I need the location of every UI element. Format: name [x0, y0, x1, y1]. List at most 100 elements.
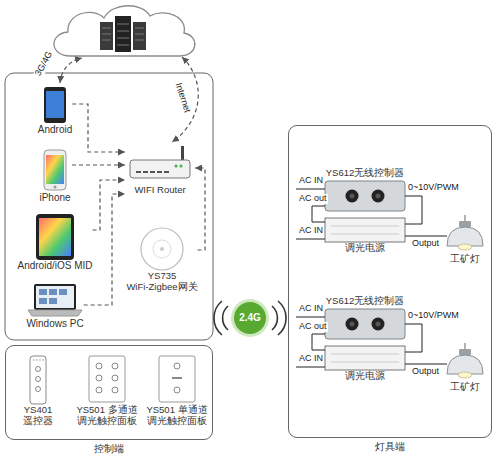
signal-badge: 2.4G [234, 302, 266, 334]
node-text: WIFI Router [125, 185, 195, 196]
wire-connector [405, 364, 447, 365]
touch-panel [112, 375, 118, 381]
wire-label: AC IN [298, 226, 324, 236]
radio-waves [214, 301, 286, 335]
controller-device [346, 190, 359, 203]
cloud [54, 6, 195, 56]
controller-device [325, 309, 405, 339]
radio-waves [278, 301, 286, 335]
connector-label: AC out [298, 322, 328, 332]
controller-device [350, 194, 355, 199]
iphone [44, 150, 66, 190]
node-text: YS612无线控制器 [325, 296, 405, 307]
node-text: 工矿灯 [447, 381, 483, 393]
network-link [60, 57, 198, 142]
touch-panel [112, 363, 118, 369]
zigbee-gateway [141, 228, 183, 270]
wire-label: AC IN [298, 304, 324, 314]
network-link [60, 58, 82, 83]
lamp-panel: 灯具端YS612无线控制器调光电源工矿灯YS612无线控制器调光电源工矿灯 [288, 125, 492, 438]
connector-label: Output [411, 239, 440, 249]
touch-panel-box: YS501 单通道 调光触控面板 [144, 353, 210, 427]
connector-label: 0~10V/PWM [407, 311, 460, 321]
network-connector [93, 180, 125, 230]
android-phone [44, 87, 66, 123]
node-text: 调光电源 [325, 242, 405, 254]
controller-device [325, 309, 405, 339]
remote-control [36, 377, 41, 382]
connector-label: 0~10V/PWM [407, 183, 460, 193]
link-label: Internet [172, 81, 191, 115]
radio-waves [272, 306, 277, 330]
wifi-router [180, 165, 183, 168]
iphone [54, 186, 57, 189]
high-bay-lamp [447, 227, 483, 246]
remote-control [30, 356, 46, 404]
server-rack [115, 16, 131, 52]
high-bay-lamp [459, 349, 471, 355]
touch-panel [159, 356, 195, 402]
wifi-router [181, 146, 184, 161]
controller-device [376, 194, 381, 199]
remote-control [30, 356, 46, 404]
node-text: Android [38, 124, 72, 136]
touch-panel [89, 356, 125, 402]
server-rack [102, 24, 144, 45]
controller-box: YS612无线控制器 [325, 168, 405, 211]
high-bay-lamp [447, 355, 483, 374]
gateway-box: YS735WiFi-Zigbee网关 [126, 225, 197, 293]
lamp-box: 工矿灯 [447, 343, 483, 393]
power-box: 调光电源 [325, 346, 405, 382]
wire-connector [312, 334, 325, 350]
node-text: YS612无线控制器 [325, 168, 405, 179]
device-box: Windows PC [26, 282, 83, 330]
node-text: 调光电源 [325, 370, 405, 382]
controller-device [372, 318, 385, 331]
controller-device [376, 322, 381, 327]
controller-device [350, 322, 355, 327]
node-text: WiFi-Zigbee网关 [126, 282, 197, 293]
radio-waves [223, 306, 228, 330]
node-text: YS401 遥控器 [16, 405, 60, 427]
wire-label: AC IN [298, 354, 324, 364]
control-region [5, 73, 213, 340]
wire-connector [312, 206, 325, 222]
device-box: Android/iOS MID [17, 212, 92, 272]
power-supply [331, 354, 399, 362]
node-text: 2.4G [239, 312, 261, 324]
network-connector [72, 164, 125, 165]
zigbee-gateway [160, 247, 164, 251]
iphone [46, 155, 64, 184]
wire-connector [405, 324, 422, 352]
remote-box: YS401 遥控器 [16, 353, 60, 427]
power-supply [331, 226, 399, 234]
radio-waves [214, 301, 222, 335]
high-bay-lamp [447, 343, 483, 378]
wire-label: AC IN [298, 176, 324, 186]
node-text: Windows PC [26, 318, 83, 330]
server-rack [133, 22, 146, 50]
touch-panel-box: YS501 多通道 调光触控面板 [74, 353, 140, 427]
server-rack [100, 22, 113, 50]
laptop [36, 286, 74, 308]
touch-panel [174, 387, 180, 393]
control-region [5, 73, 213, 340]
high-bay-lamp [458, 244, 472, 250]
network-connector [84, 194, 125, 305]
node-text: YS501 单通道 调光触控面板 [144, 405, 210, 427]
power-supply [325, 218, 405, 242]
zigbee-gateway [153, 240, 171, 258]
node-text: 工矿灯 [447, 253, 483, 265]
touch-panel [89, 356, 125, 402]
controller-device [346, 318, 359, 331]
control-panel: 控制端YS401 遥控器YS501 多通道 调光触控面板YS501 单通道 调光… [5, 345, 213, 440]
laptop [34, 284, 76, 310]
zigbee-gateway [141, 228, 183, 270]
remote-control [36, 387, 41, 392]
network-connector [72, 104, 125, 152]
network-connector [195, 168, 205, 250]
high-bay-lamp [465, 343, 466, 349]
